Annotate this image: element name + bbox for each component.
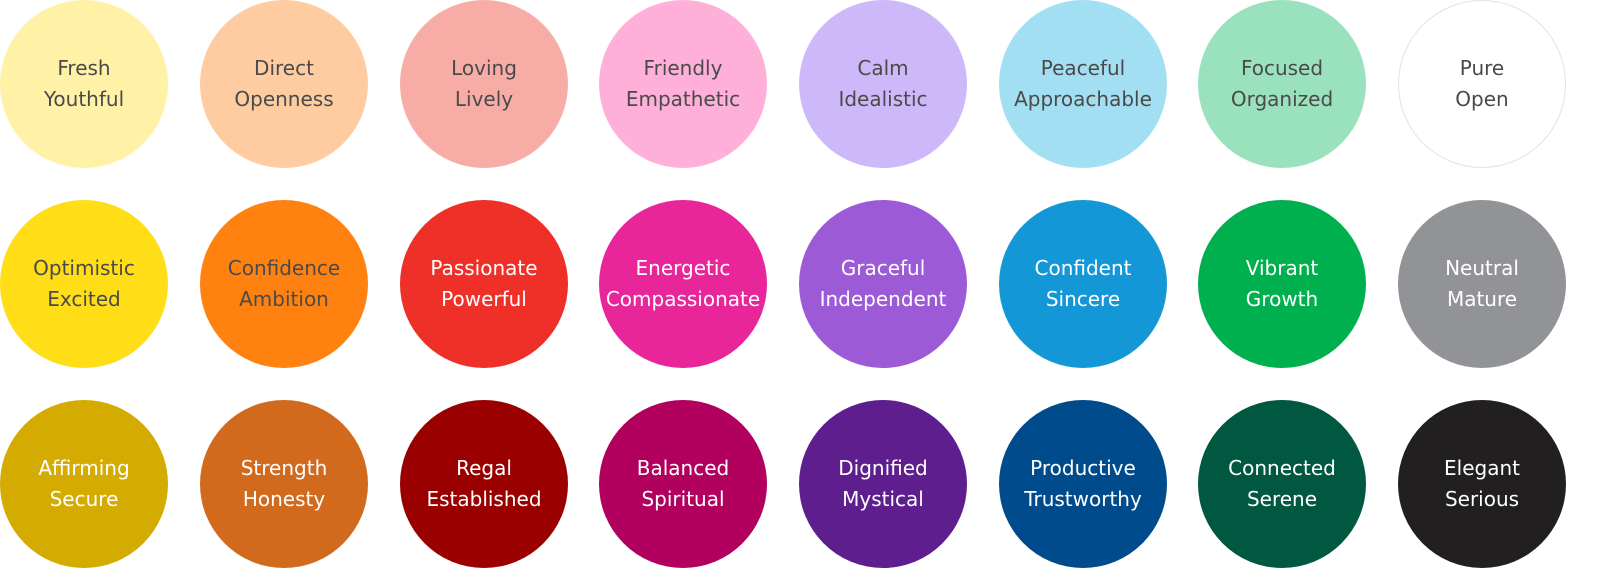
swatch-label-primary: Confidence	[227, 256, 341, 280]
swatch-label-primary: Vibrant	[1245, 256, 1319, 280]
swatch-label-primary: Fresh	[57, 56, 111, 80]
swatch-label-secondary: Growth	[1245, 287, 1319, 311]
swatch-label-primary: Elegant	[1444, 456, 1520, 480]
swatch-label-primary: Passionate	[430, 256, 538, 280]
swatch-label-secondary: Compassionate	[605, 287, 761, 311]
swatch-label-secondary: Ambition	[239, 287, 329, 311]
swatch-label-secondary: Sincere	[1045, 287, 1121, 311]
swatch-label-primary: Optimistic	[33, 256, 135, 280]
swatch-label-primary: Regal	[456, 456, 512, 480]
swatch-label-secondary: Open	[1455, 87, 1509, 111]
swatch-label-primary: Balanced	[636, 456, 730, 480]
swatch-label-primary: Connected	[1228, 456, 1336, 480]
swatch-label-secondary: Empathetic	[625, 87, 741, 111]
swatch-label-primary: Strength	[240, 456, 328, 480]
swatch-label-secondary: Excited	[47, 287, 121, 311]
swatch-label-primary: Friendly	[643, 56, 723, 80]
swatch-label-secondary: Trustworthy	[1024, 487, 1142, 511]
swatch-label-secondary: Established	[426, 487, 542, 511]
swatch-label-primary: Confident	[1034, 256, 1132, 280]
swatch-label-primary: Direct	[254, 56, 314, 80]
swatch-label-primary: Loving	[451, 56, 517, 80]
swatch-label-primary: Productive	[1030, 456, 1136, 480]
swatch-label-secondary: Approachable	[1014, 87, 1152, 111]
swatch-label-primary: Calm	[857, 56, 909, 80]
swatch-label-secondary: Honesty	[242, 487, 326, 511]
swatch-label-primary: Graceful	[840, 256, 926, 280]
swatch-label-secondary: Independent	[819, 287, 947, 311]
swatch-label-secondary: Serious	[1444, 487, 1520, 511]
swatch-label-secondary: Organized	[1230, 87, 1334, 111]
swatch-label-secondary: Mystical	[842, 487, 924, 511]
swatch-label-secondary: Spiritual	[641, 487, 725, 511]
swatch-label-secondary: Mature	[1446, 287, 1518, 311]
swatch-label-secondary: Openness	[234, 87, 334, 111]
swatch-label-secondary: Powerful	[441, 287, 527, 311]
swatch-label-primary: Neutral	[1445, 256, 1519, 280]
swatch-label-secondary: Idealistic	[838, 87, 928, 111]
swatch-label-primary: Affirming	[38, 456, 130, 480]
swatch-label-secondary: Lively	[454, 87, 514, 111]
swatch-label-secondary: Serene	[1246, 487, 1318, 511]
swatch-label-primary: Pure	[1459, 56, 1505, 80]
swatch-label-primary: Focused	[1240, 56, 1324, 80]
swatch-label-secondary: Secure	[49, 487, 119, 511]
swatch-label-primary: Peaceful	[1040, 56, 1126, 80]
swatch-label-primary: Dignified	[838, 456, 928, 480]
swatch-label-secondary: Youthful	[43, 87, 125, 111]
swatch-label-primary: Energetic	[635, 256, 731, 280]
